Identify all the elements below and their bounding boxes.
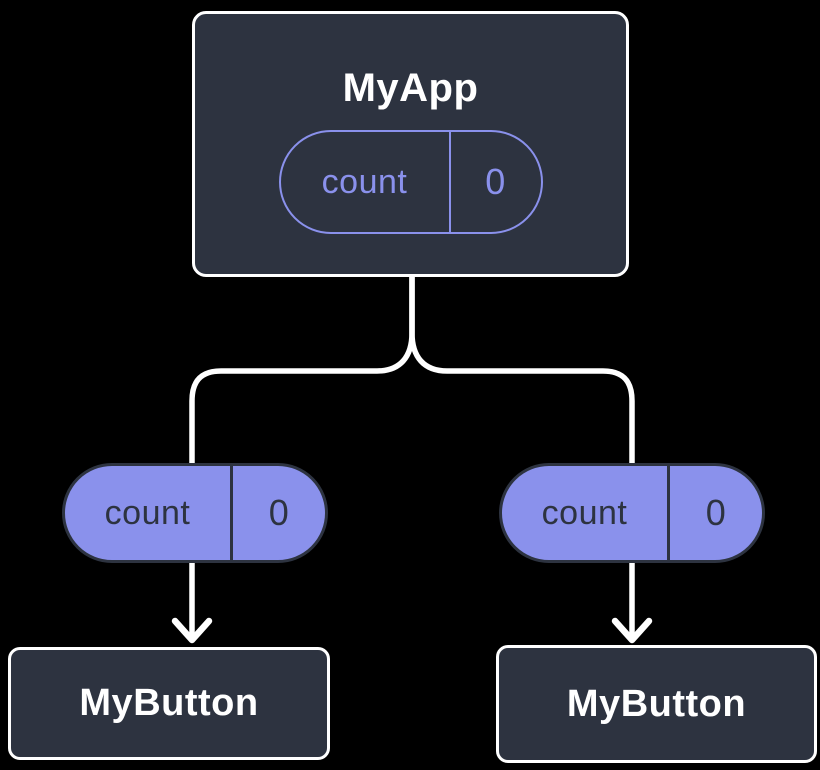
node-mybutton-left: MyButton <box>8 647 330 760</box>
prop-pill-right-value-cell: 0 <box>670 466 762 560</box>
arrow-left-head-icon <box>171 617 213 644</box>
prop-pill-left-value-cell: 0 <box>233 466 325 560</box>
state-pill-root: count 0 <box>278 130 543 234</box>
prop-name: count <box>104 493 191 532</box>
prop-pill-left: count 0 <box>62 463 328 563</box>
arrow-right-head-icon <box>611 617 653 644</box>
node-myapp-title: MyApp <box>342 66 479 110</box>
node-mybutton-right: MyButton <box>496 645 817 763</box>
state-value: 0 <box>485 161 506 202</box>
arrow-left <box>171 559 213 644</box>
state-pill-root-name-cell: count <box>281 132 451 232</box>
prop-pill-left-name-cell: count <box>65 466 233 560</box>
prop-pill-right: count 0 <box>499 463 765 563</box>
node-mybutton-left-label: MyButton <box>79 682 259 724</box>
node-mybutton-right-label: MyButton <box>566 682 747 725</box>
prop-name: count <box>541 493 628 532</box>
connector-root-to-right-pill <box>409 274 635 467</box>
state-name: count <box>321 162 408 201</box>
connector-root-to-left-pill <box>189 274 415 467</box>
prop-pill-right-name-cell: count <box>502 466 670 560</box>
prop-value: 0 <box>268 492 290 533</box>
prop-value: 0 <box>705 492 727 533</box>
state-pill-root-value-cell: 0 <box>451 132 541 232</box>
node-myapp: MyApp count 0 <box>192 11 629 277</box>
arrow-right <box>611 559 653 644</box>
